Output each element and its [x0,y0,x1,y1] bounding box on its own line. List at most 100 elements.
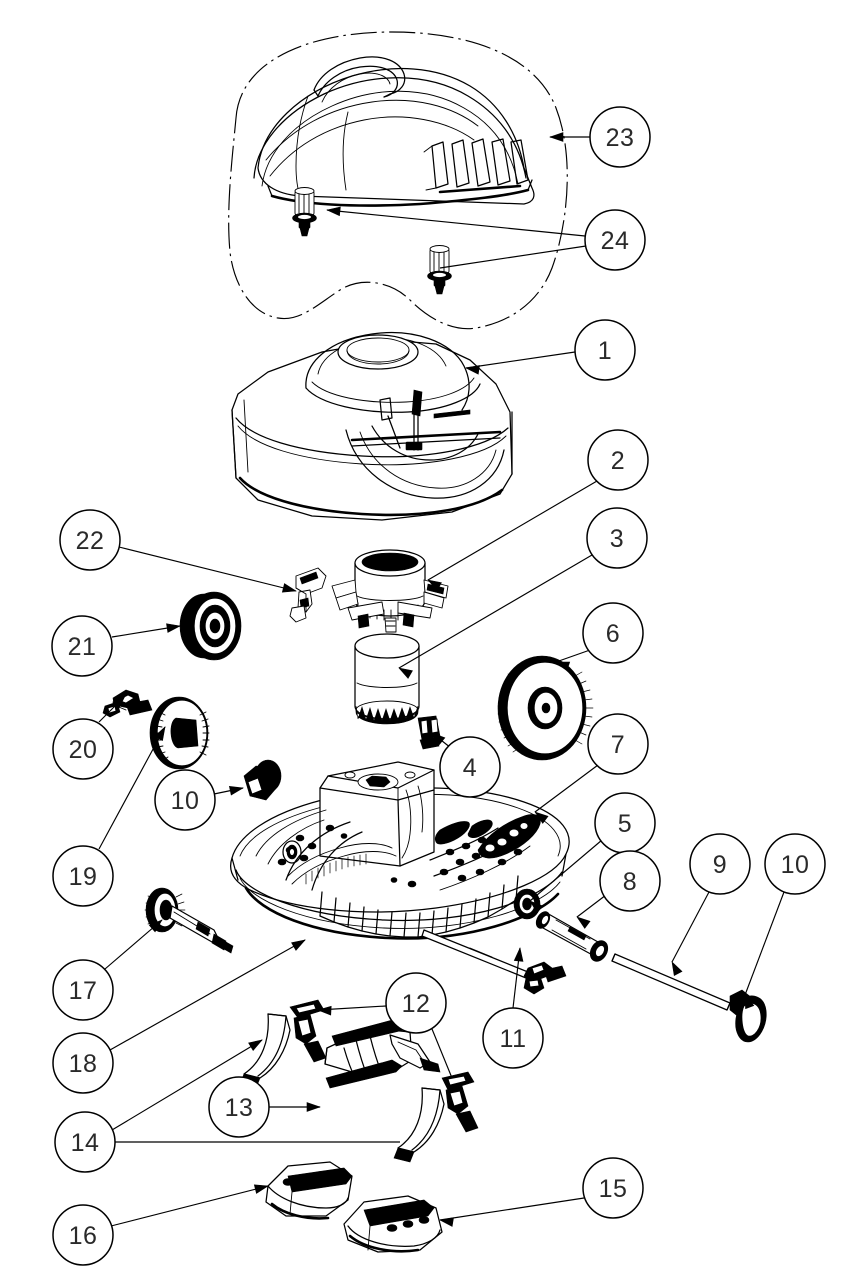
callout-10r-circle[interactable] [764,833,826,895]
part-10-right-axle-cap [729,989,767,1043]
callout-16-label: 16 [69,1222,98,1250]
callout-8-label: 8 [623,868,637,896]
callout-16-circle[interactable] [52,1204,114,1266]
callout-19[interactable]: 19 [52,726,166,907]
part-5-bearing-eyelet [513,888,541,920]
callout-11-circle[interactable] [482,1007,544,1069]
callout-15[interactable]: 15 [439,1157,644,1227]
part-1-upper-housing-body [231,332,513,521]
callout-10l-label: 10 [171,787,200,815]
callout-4-circle[interactable] [439,736,501,798]
callout-13[interactable]: 13 [208,1076,321,1138]
callout-14-circle[interactable] [54,1111,116,1173]
callout-20-circle[interactable] [52,718,114,780]
callout-14[interactable]: 14 [54,1039,400,1173]
part-4-small-bracket-clip [417,715,441,750]
scrubber-pad-left-holes [282,1171,326,1186]
callout-24-leader-1 [326,209,586,237]
housing-dome-base-2 [311,377,475,403]
callout-4[interactable]: 4 [431,732,501,798]
callout-15-arrowhead [439,1217,454,1227]
callout-3-circle[interactable] [586,507,648,569]
callout-6[interactable]: 6 [555,602,644,671]
part-11-shaft-with-clip [421,929,567,995]
callout-5-leader-1 [529,839,603,902]
callout-12-circle[interactable] [385,972,447,1034]
callout-5[interactable]: 5 [529,792,656,914]
callout-8-leader-1 [576,894,607,918]
callout-9-label: 9 [713,851,727,879]
tower-vert-edge [397,799,401,867]
callout-11[interactable]: 11 [482,947,544,1069]
callout-20-arrowhead [112,695,126,709]
callout-7[interactable]: 7 [534,713,649,824]
callout-17-circle[interactable] [52,959,114,1021]
callout-7-circle[interactable] [587,713,649,775]
shroud-rim-line [253,77,527,179]
callout-5-label: 5 [618,810,632,838]
callout-12-label: 12 [402,990,431,1018]
callout-22-circle[interactable] [59,509,121,571]
deck-rib-4 [311,831,363,891]
callout-6-label: 6 [606,620,620,648]
housing-bottom-shadow [238,476,504,517]
callout-13-arrowhead [306,1102,321,1112]
housing-grille-band-2 [351,437,501,447]
callout-2-circle[interactable] [587,429,649,491]
callout-2[interactable]: 2 [427,429,649,591]
housing-arrow-mark [379,397,393,421]
callout-18[interactable]: 18 [52,939,306,1094]
callout-12[interactable]: 12 [317,972,453,1079]
housing-outer-shell [231,339,513,521]
callout-16-leader-1 [110,1185,269,1227]
callout-3[interactable]: 3 [398,507,648,679]
callout-2-label: 2 [611,447,625,475]
callout-16[interactable]: 16 [52,1184,269,1266]
callout-10l-circle[interactable] [154,769,216,831]
callout-18-label: 18 [69,1050,98,1078]
fastener-pin-a [292,187,317,237]
callout-24-circle[interactable] [584,209,646,271]
callout-1-circle[interactable] [574,319,636,381]
impeller-bottom-teeth [355,705,419,725]
callout-8[interactable]: 8 [576,850,661,929]
part-13-center-brush-block [324,1017,441,1089]
callout-18-circle[interactable] [52,1032,114,1094]
callout-23[interactable]: 23 [549,106,651,168]
callout-20[interactable]: 20 [52,695,126,780]
callout-9-circle[interactable] [689,833,751,895]
callout-8-circle[interactable] [599,850,661,912]
callout-2-leader-1 [427,480,598,581]
spring-clip-a [289,999,327,1063]
shroud-contour-1 [265,99,479,161]
callout-21-circle[interactable] [51,615,113,677]
part-6-large-drive-gear [497,655,594,761]
callout-10r[interactable]: 10 [744,833,826,1010]
callout-1[interactable]: 1 [465,319,636,381]
callout-24[interactable]: 24 [326,206,646,271]
part-8-sleeve-bushing [535,911,609,962]
motor-band-line [356,595,424,601]
callout-21[interactable]: 21 [51,615,181,677]
callout-15-circle[interactable] [582,1157,644,1219]
callout-22[interactable]: 22 [59,509,297,593]
callout-13-circle[interactable] [208,1076,270,1138]
callout-3-leader-1 [398,554,593,669]
callout-23-circle[interactable] [589,106,651,168]
callout-10l[interactable]: 10 [154,769,244,831]
flipper-blade-b [393,1087,445,1163]
phantom-boundary [228,31,568,330]
part-19-disc-gear-hub [149,696,210,770]
callout-19-circle[interactable] [52,845,114,907]
callout-9-arrowhead [671,961,683,977]
callout-7-arrowhead [534,811,549,824]
callout-14-label: 14 [71,1129,100,1157]
shroud-edge-tick-r [527,179,533,191]
housing-grille-boss [405,441,423,451]
callout-17[interactable]: 17 [52,919,163,1021]
callout-6-circle[interactable] [582,602,644,664]
callout-9[interactable]: 9 [671,833,751,977]
